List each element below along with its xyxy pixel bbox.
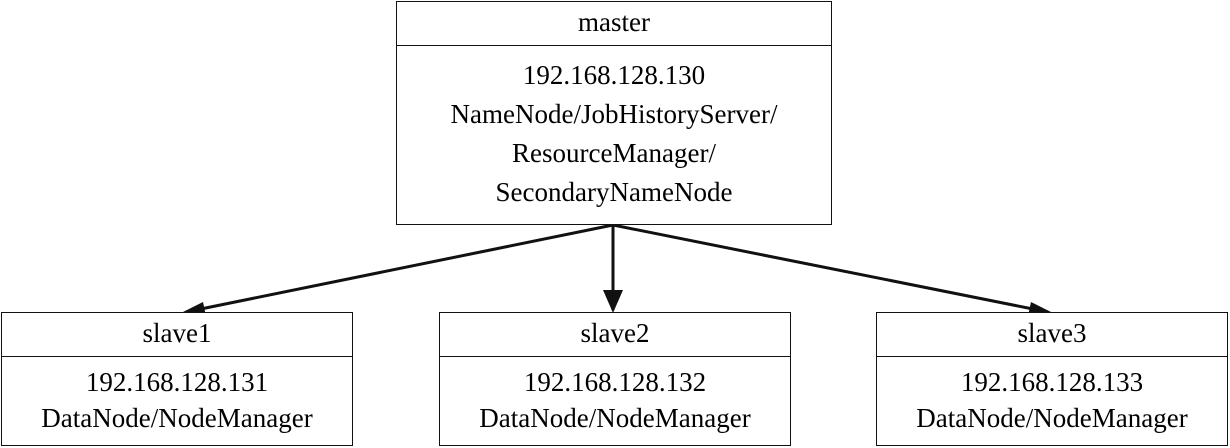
slave2-title: slave2 (440, 313, 790, 357)
arrowhead-slave2 (603, 290, 623, 313)
master-role-line-3: SecondaryNameNode (495, 177, 733, 207)
slave2-ip: 192.168.128.132 (523, 367, 707, 397)
slave3-roles: DataNode/NodeManager (916, 403, 1188, 433)
slave2-node: slave2 192.168.128.132 DataNode/NodeMana… (439, 312, 791, 446)
slave2-body: 192.168.128.132 DataNode/NodeManager (440, 357, 790, 436)
slave3-ip: 192.168.128.133 (960, 367, 1144, 397)
master-ip: 192.168.128.130 (522, 60, 706, 90)
master-body: 192.168.128.130 NameNode/JobHistoryServe… (397, 46, 831, 212)
master-role-line-2: ResourceManager/ (512, 138, 716, 168)
slave1-roles: DataNode/NodeManager (41, 403, 313, 433)
slave3-body: 192.168.128.133 DataNode/NodeManager (877, 357, 1227, 436)
slave1-title: slave1 (2, 313, 352, 357)
master-title: master (397, 2, 831, 46)
arrow-master-to-slave3 (612, 223, 1049, 314)
slave1-node: slave1 192.168.128.131 DataNode/NodeMana… (1, 312, 353, 446)
slave3-title: slave3 (877, 313, 1227, 357)
slave1-body: 192.168.128.131 DataNode/NodeManager (2, 357, 352, 436)
master-role-line-1: NameNode/JobHistoryServer/ (450, 99, 778, 129)
arrow-master-to-slave1 (185, 223, 614, 314)
slave2-roles: DataNode/NodeManager (479, 403, 751, 433)
slave3-node: slave3 192.168.128.133 DataNode/NodeMana… (876, 312, 1228, 446)
slave1-ip: 192.168.128.131 (85, 367, 269, 397)
master-node: master 192.168.128.130 NameNode/JobHisto… (396, 1, 832, 225)
